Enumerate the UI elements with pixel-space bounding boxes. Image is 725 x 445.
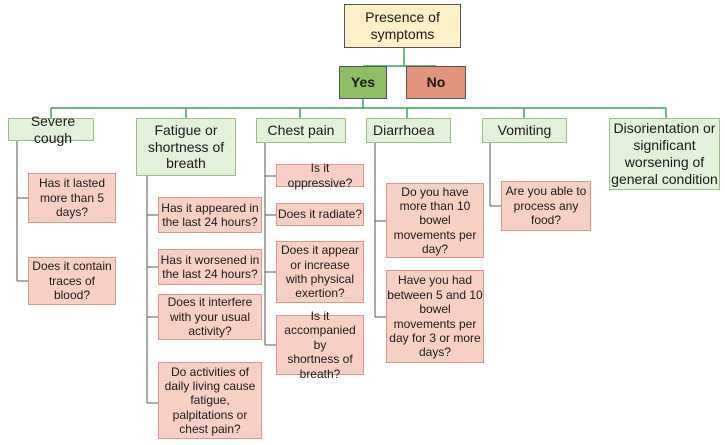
question-fatigue-interfere: Does it interfere with your usual activi… [158,294,262,340]
category-severe-cough: Severe cough [8,113,94,146]
category-disorientation: Disorientation or significant worsening … [609,118,720,190]
question-vomiting-food: Are you able to process any food? [501,181,591,231]
question-chest-breath: Is it accompanied by shortness of breath… [276,309,364,381]
question-cough-lasted: Has it lasted more than 5 days? [28,173,116,223]
question-fatigue-appeared: Has it appeared in the last 24 hours? [158,197,262,233]
category-vomiting: Vomiting [482,118,567,143]
yes-node: Yes [339,66,387,99]
category-diarrhoea: Diarrhoea [366,118,451,143]
question-diarrhoea-10: Do you have more than 10 bowel movements… [386,183,484,258]
question-cough-blood: Does it contain traces of blood? [28,257,116,305]
question-fatigue-daily-living: Do activities of daily living cause fati… [158,362,262,439]
question-chest-oppressive: Is it oppressive? [276,161,364,190]
question-fatigue-worsened: Has it worsened in the last 24 hours? [158,249,262,285]
question-chest-radiate: Does it radiate? [276,203,364,226]
presence-of-symptoms-node: Presence of symptoms [344,4,461,48]
no-node: No [406,66,466,99]
category-fatigue-breath: Fatigue or shortness of breath [136,118,236,176]
question-chest-exertion: Does it appear or increase with physical… [276,241,364,303]
category-chest-pain: Chest pain [256,118,346,143]
question-connectors [16,141,501,404]
question-diarrhoea-5-10: Have you had between 5 and 10 bowel move… [386,270,484,363]
